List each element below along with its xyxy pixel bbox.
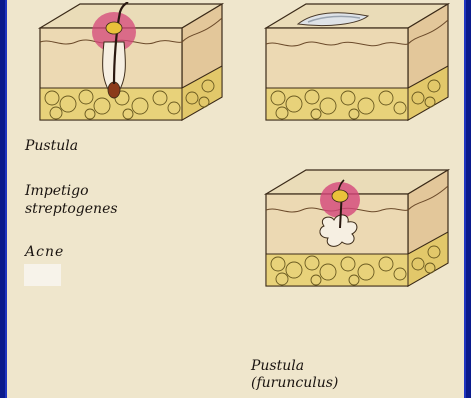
label-impetigo-line1: Impetigo — [25, 183, 89, 200]
label-acne: Acne — [25, 244, 64, 261]
skin-block-furunculus — [258, 168, 468, 293]
skin-block-hair-follicle-pustule — [32, 2, 242, 127]
skin-block-impetigo-blister — [258, 2, 468, 127]
label-furunculus-line1: Pustula — [251, 358, 304, 375]
diagram-page: Pustula Impetigo streptogenes Acne Pustu… — [5, 0, 466, 398]
label-pustula: Pustula — [25, 138, 78, 155]
label-furunculus-line2: (furunculus) — [251, 375, 338, 392]
label-impetigo-line2: streptogenes — [25, 201, 118, 218]
blank-patch — [24, 264, 61, 286]
